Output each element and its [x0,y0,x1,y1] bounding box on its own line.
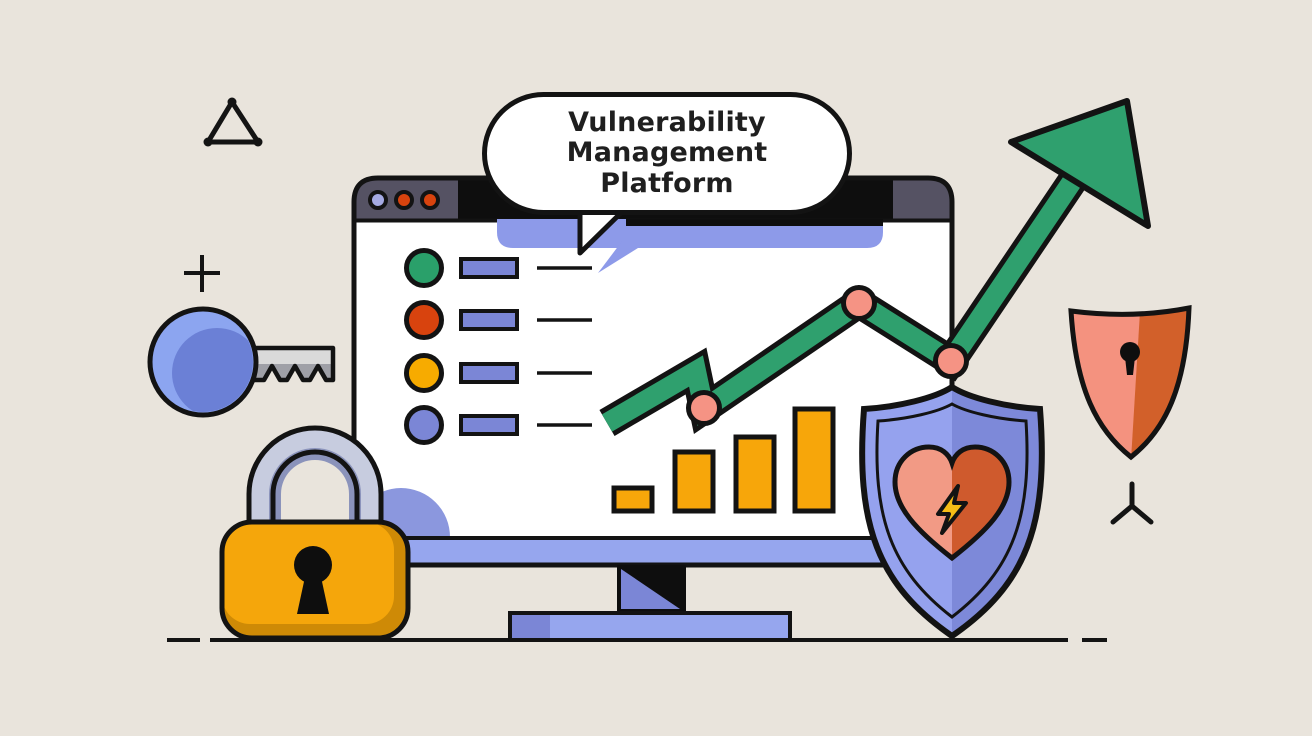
window-control-dot [394,190,414,210]
list-item [404,248,592,288]
window-controls [368,190,440,210]
window-control-dot [420,190,440,210]
list-label-bar [459,257,519,279]
lock-shackle-shade [269,448,361,522]
chart-bar [611,485,655,514]
lightning-bolt-icon [936,484,968,535]
plus-decoration [184,255,220,292]
trend-point [686,390,722,426]
speech-bubble: Vulnerability Management Platform [482,92,852,215]
chart-bar [672,449,716,514]
branch-decoration [1110,481,1154,525]
monitor-stand [508,565,792,642]
key-head-shade [172,328,253,412]
shadow-gap [626,219,883,226]
stand-base-shade [512,615,550,638]
list-bullet [404,353,444,393]
list-bullet [404,300,444,340]
growth-arrow [1008,98,1151,229]
trend-point [933,343,969,379]
trend-point [841,285,877,321]
lock-keyhole [294,546,332,584]
trend-line [599,98,1151,436]
list-label-bar [459,362,519,384]
lock-keyhole-stem [297,577,329,614]
chart-bar [792,406,836,514]
shield-icon [859,383,1045,640]
list-item [404,405,592,445]
shield-inner-line [875,402,1029,619]
key-icon [147,306,336,418]
list-bullet [404,248,444,288]
monitor-window [351,175,955,642]
list-item [404,300,592,340]
triangle-decoration [203,97,263,147]
list-item [404,353,592,393]
stand-neck-highlight [621,569,680,609]
lock-shackle [249,428,381,522]
chart-bar [733,434,777,514]
keyhole-stem [1125,357,1135,375]
list-label-bar [459,414,519,436]
monitor-bezel [354,536,952,565]
window-control-dot [368,190,388,210]
speech-bubble-text: Vulnerability Management Platform [566,107,768,199]
keyhole-shield-icon [1068,304,1192,461]
heart-right-half [952,447,1009,558]
stand-base [508,611,792,642]
bar-chart [611,406,836,514]
list-bullet [404,405,444,445]
list-label-bar [459,309,519,331]
padlock-icon [219,425,411,641]
red-shield-right [1131,308,1189,457]
speech-bubble-shadow-tail [598,220,638,273]
